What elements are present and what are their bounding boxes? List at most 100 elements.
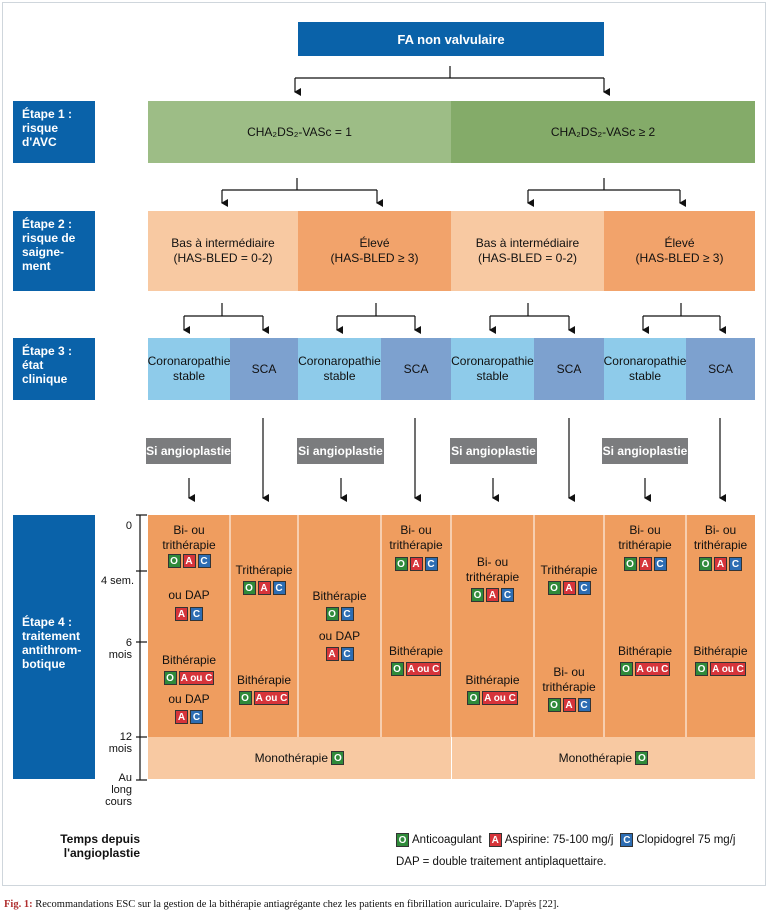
anticoag-badge: O [619,662,633,676]
monotherapy-left: Monothérapie O [148,737,451,779]
clopidogrel-badge: C [272,581,286,595]
aspirin-badge: A [257,581,271,595]
clopidogrel-badge: C [577,698,591,712]
legend-clopidogrel: Clopidogrel 75 mg/j [636,834,736,846]
col6-tri: Trithérapie [540,563,598,577]
angioplasty-label-4: Si angioplastie [602,438,688,464]
aspirin-badge: A [175,710,188,724]
clopidogrel-badge: C [729,557,742,571]
legend: O Anticoagulant A Aspirine: 75-100 mg/j … [396,833,761,847]
bleeding-low-1: Bas à intermédiaire(HAS-BLED = 0-2) [148,211,298,291]
aspirin-badge: A [562,581,576,595]
figure-frame [2,2,766,886]
anticoag-badge: O [695,662,709,676]
acs-2: SCA [381,338,451,400]
col1-dap-1: ou DAP [168,588,210,602]
legend-aspirin: Aspirine: 75-100 mg/j [504,834,614,846]
aspirin-badge: A [409,557,423,571]
axis-4-weeks: 4 sem. [100,575,134,587]
angioplasty-label-1: Si angioplastie [146,438,231,464]
aspirin-badge: A [182,554,196,568]
legend-anticoag: Anticoagulant [412,834,482,846]
dap-definition: DAP = double traitement antiplaquettaire… [396,856,607,868]
aspirin-badge: A [325,647,339,661]
col7-bi: Bithérapie [617,644,673,658]
clopidogrel-badge: C [620,833,634,847]
col1-bi: Bithérapie [161,653,217,667]
clopidogrel-badge: C [190,710,203,724]
acs-3: SCA [534,338,604,400]
bleeding-high-1: Élevé(HAS-BLED ≥ 3) [298,211,451,291]
angioplasty-label-2: Si angioplastie [297,438,384,464]
anticoag-badge: O [390,662,404,676]
caption-label: Fig. 1: [4,899,33,910]
clopidogrel-badge: C [340,607,354,621]
diagram-title: FA non valvulaire [298,22,604,56]
clopidogrel-badge: C [190,607,203,621]
clopidogrel-badge: C [340,647,354,661]
col2-bi: Bithérapie [236,673,292,687]
col4-bi: Bithérapie [388,644,444,658]
anticoag-badge: O [623,557,637,571]
cha-score-high: CHA₂DS₂-VASc ≥ 2 [451,101,755,163]
anticoag-badge: O [167,554,181,568]
aspirin-or-clopidogrel-badge: A ou C [482,691,518,705]
anticoag-badge: O [635,751,649,765]
clopidogrel-badge: C [501,588,514,602]
anticoag-badge: O [238,691,252,705]
aspirin-or-clopidogrel-badge: A ou C [405,662,442,676]
clopidogrel-badge: C [653,557,667,571]
aspirin-badge: A [714,557,727,571]
treatment-dividers [229,515,687,737]
anticoag-badge: O [547,581,561,595]
aspirin-badge: A [562,698,576,712]
aspirin-badge: A [175,607,188,621]
anticoag-badge: O [331,751,345,765]
anticoag-badge: O [699,557,712,571]
bleeding-low-2: Bas à intermédiaire(HAS-BLED = 0-2) [451,211,604,291]
anticoag-badge: O [467,691,481,705]
aspirin-or-clopidogrel-badge: A ou C [710,662,746,676]
acs-4: SCA [686,338,755,400]
caption-text: Recommandations ESC sur la gestion de la… [32,899,559,910]
aspirin-or-clopidogrel-badge: A ou C [253,691,290,705]
aspirin-or-clopidogrel-badge: A ou C [634,662,671,676]
anticoag-badge: O [547,698,561,712]
anticoag-badge: O [163,671,177,685]
angioplasty-label-3: Si angioplastie [450,438,537,464]
col8-bi: Bithérapie [693,644,748,658]
monotherapy-right: Monothérapie O [452,737,755,779]
clopidogrel-badge: C [577,581,591,595]
bleeding-high-2: Élevé(HAS-BLED ≥ 3) [604,211,755,291]
